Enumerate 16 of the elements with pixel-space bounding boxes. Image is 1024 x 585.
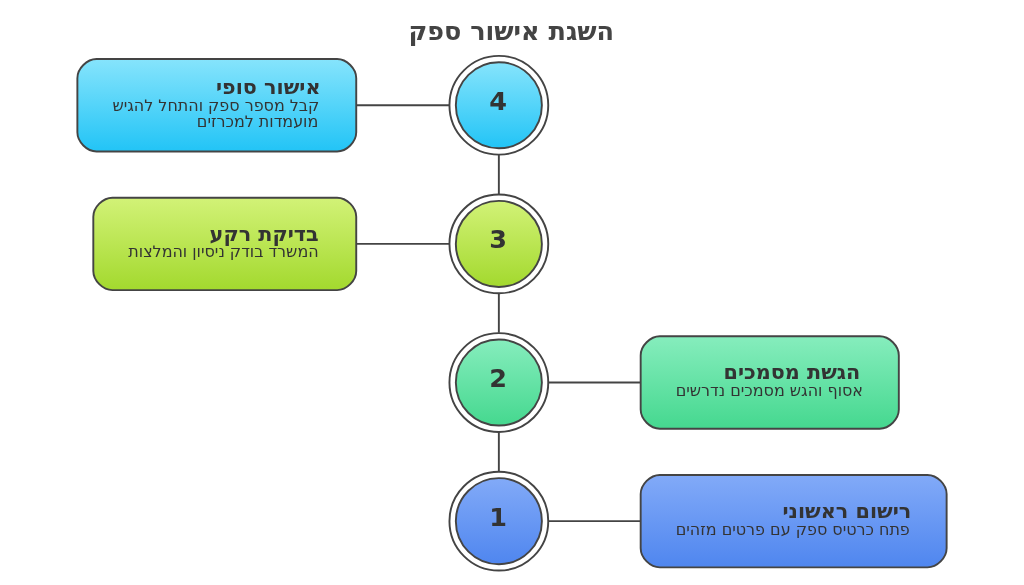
connector — [355, 104, 451, 107]
node-box: בדיקת רקע המשרד בודק ניסיון והמלצות — [92, 196, 358, 292]
connector — [547, 381, 642, 384]
connector — [547, 520, 642, 523]
node-circle: 4 — [448, 54, 550, 156]
node-box: רישום ראשוני פתח כרטיס ספק עם פרטים מזהים — [639, 474, 948, 569]
node-box: אישור סופי קבל מספר ספק והתחל להגיש מועמדות למכרזים — [76, 58, 358, 153]
node-circle: 2 — [448, 332, 550, 433]
diagram-title: השגת אישור ספק — [408, 15, 615, 46]
connector — [497, 431, 500, 473]
connector — [497, 153, 500, 196]
node-box: הגשת מסמכים אסוף והגש מסמכים נדרשים — [639, 335, 900, 430]
connector — [497, 292, 500, 334]
node-circle: 3 — [448, 193, 550, 295]
node-circle: 1 — [448, 470, 550, 572]
connector — [355, 242, 451, 245]
